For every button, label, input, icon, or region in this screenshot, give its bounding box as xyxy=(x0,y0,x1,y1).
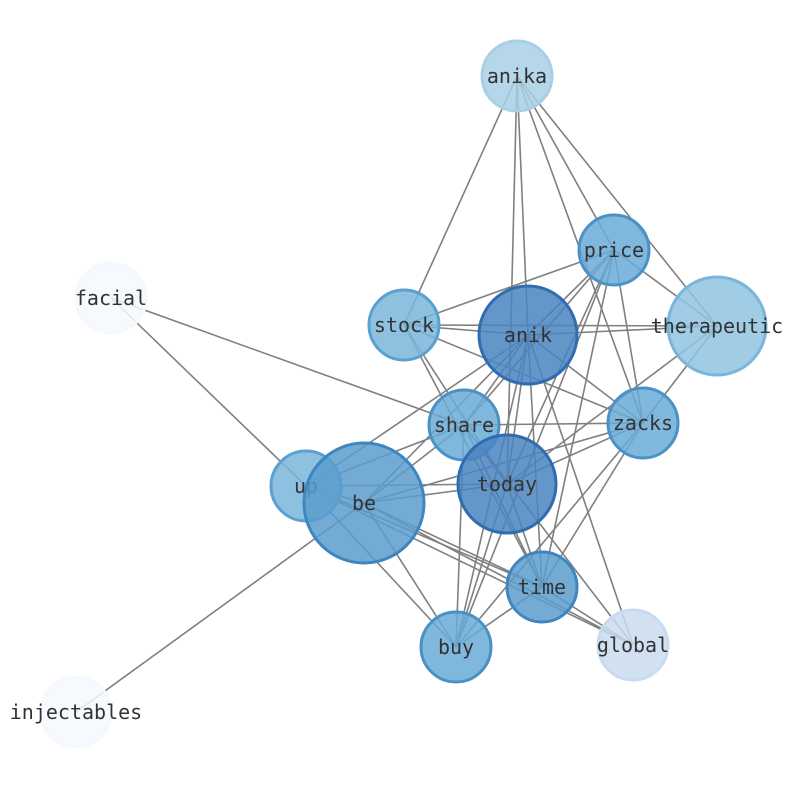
node-circle-facial xyxy=(74,261,148,335)
node-circle-price xyxy=(577,213,651,287)
node-label-today: today xyxy=(477,472,537,496)
node-layer: anika price facial stock anik therapeutic shar… xyxy=(10,39,783,749)
node-label-stock: stock xyxy=(374,313,434,337)
node-label-price: price xyxy=(584,238,644,262)
node-label-zacks: zacks xyxy=(613,411,673,435)
edge-facial-up xyxy=(110,297,307,487)
node-circle-buy xyxy=(419,610,493,684)
node-circle-time xyxy=(505,550,579,624)
edge-anika-stock xyxy=(403,75,518,326)
node-circle-stock xyxy=(367,288,441,362)
edge-anika-therapeutic xyxy=(516,75,718,327)
node-zacks: zacks xyxy=(606,386,680,460)
node-anika: anika xyxy=(480,39,554,113)
node-time: time xyxy=(505,550,579,624)
node-facial: facial xyxy=(74,261,148,335)
node-label-therapeutic: therapeutic xyxy=(651,314,783,338)
node-buy: buy xyxy=(419,610,493,684)
node-circle-anika xyxy=(480,39,554,113)
node-circle-today xyxy=(456,433,558,535)
node-label-facial: facial xyxy=(75,286,147,310)
node-circle-global xyxy=(596,608,670,682)
node-circle-injectables xyxy=(39,675,113,749)
node-label-anik: anik xyxy=(504,323,552,347)
node-therapeutic: therapeutic xyxy=(651,275,783,377)
node-label-anika: anika xyxy=(487,64,547,88)
node-label-global: global xyxy=(597,633,669,657)
node-injectables: injectables xyxy=(10,675,142,749)
node-circle-anik xyxy=(477,284,579,386)
edge-price-stock xyxy=(403,249,615,326)
node-global: global xyxy=(596,608,670,682)
node-circle-be xyxy=(302,441,426,565)
edge-facial-share xyxy=(110,297,465,426)
node-be: be xyxy=(302,441,426,565)
node-label-be: be xyxy=(352,491,376,515)
node-price: price xyxy=(577,213,651,287)
edge-anik-global xyxy=(527,334,634,646)
node-anik: anik xyxy=(477,284,579,386)
node-today: today xyxy=(456,433,558,535)
node-label-time: time xyxy=(518,575,566,599)
node-circle-therapeutic xyxy=(666,275,768,377)
edge-zacks-buy xyxy=(455,422,644,648)
node-label-share: share xyxy=(434,413,494,437)
node-label-buy: buy xyxy=(438,635,474,659)
node-label-injectables: injectables xyxy=(10,700,142,724)
node-stock: stock xyxy=(367,288,441,362)
node-circle-zacks xyxy=(606,386,680,460)
